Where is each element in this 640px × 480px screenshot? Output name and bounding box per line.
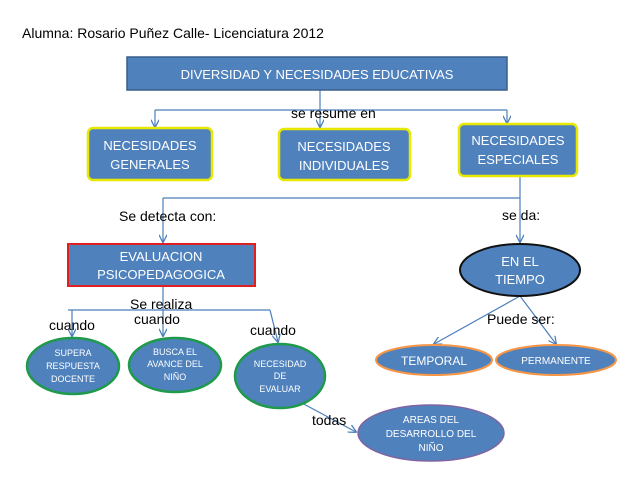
link-se-detecta-con: Se detecta con: bbox=[119, 208, 216, 224]
link-cuando-left: cuando bbox=[49, 317, 95, 333]
node-temporal: TEMPORAL bbox=[375, 344, 493, 376]
svg-text:PERMANENTE: PERMANENTE bbox=[521, 356, 591, 367]
link-se-resume-en: se resume en bbox=[291, 105, 376, 121]
node-permanente: PERMANENTE bbox=[495, 344, 617, 376]
link-cuando-right: cuando bbox=[250, 322, 296, 338]
svg-text:DIVERSIDAD Y NECESIDADES EDUCA: DIVERSIDAD Y NECESIDADES EDUCATIVAS bbox=[181, 67, 454, 82]
link-todas: todas bbox=[312, 412, 346, 428]
link-cuando-mid: cuando bbox=[134, 311, 180, 327]
svg-text:TEMPORAL: TEMPORAL bbox=[401, 354, 467, 368]
link-se-realiza: Se realiza bbox=[130, 296, 192, 312]
node-root: DIVERSIDAD Y NECESIDADES EDUCATIVAS bbox=[126, 56, 508, 91]
link-se-da: se da: bbox=[502, 207, 540, 223]
link-puede-ser: Puede ser: bbox=[487, 311, 555, 327]
author-line: Alumna: Rosario Puñez Calle- Licenciatur… bbox=[22, 25, 324, 41]
connectors bbox=[68, 90, 556, 432]
